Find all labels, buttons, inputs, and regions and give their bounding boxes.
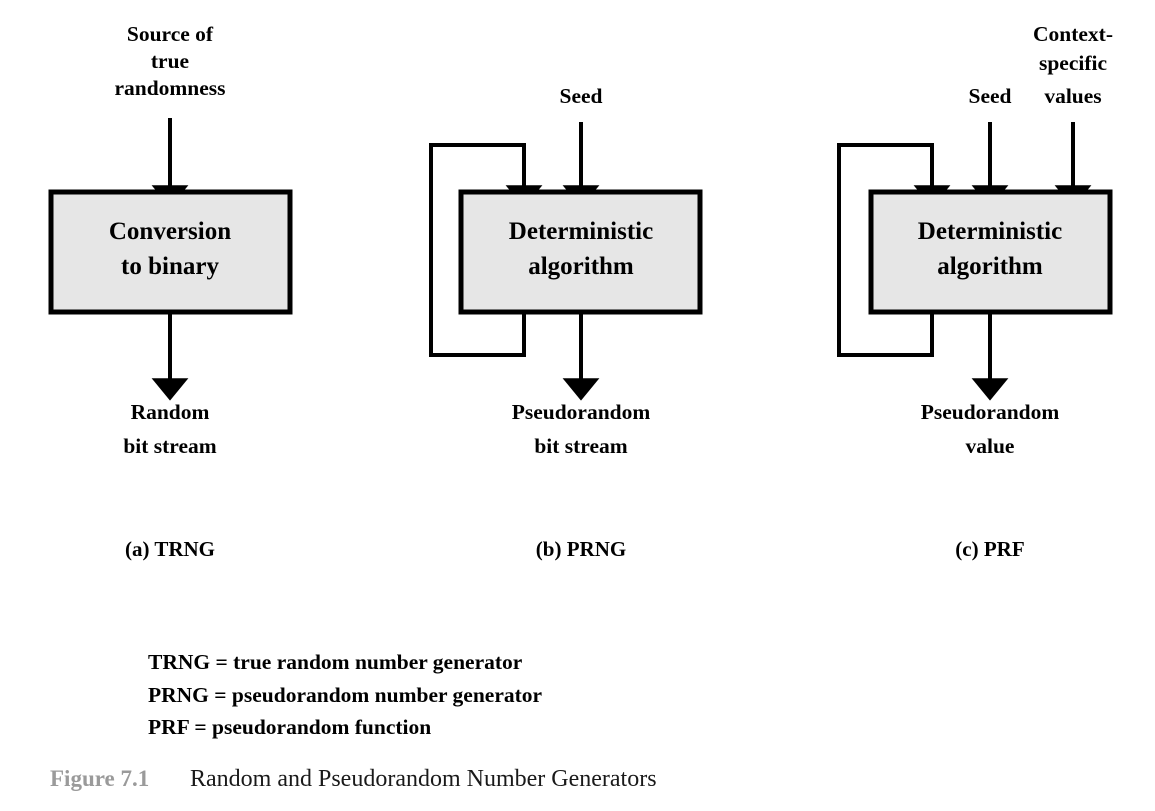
prng-input-label-line1: Seed (560, 84, 603, 108)
prf-feedback-loop (837, 143, 951, 357)
prng-feedback-loop (429, 143, 543, 357)
prng-box-label-line2: algorithm (528, 253, 634, 280)
legend-line-prf: PRF = pseudorandom function (148, 715, 431, 739)
trng-output-label-line2: bit stream (123, 434, 216, 458)
prf-panel-caption: (c) PRF (955, 537, 1024, 561)
prng-output-label-line2: bit stream (534, 434, 627, 458)
trng-panel-caption: (a) TRNG (125, 537, 215, 561)
trng-input-label-line3: randomness (114, 76, 225, 100)
trng-box-label-line1: Conversion (109, 218, 231, 245)
prf-box-label-line2: algorithm (937, 253, 1043, 280)
figure-caption-prefix: Figure 7.1 (50, 766, 149, 791)
panel-prf: Context- specific values Seed Determinis… (837, 22, 1113, 561)
prf-context-label-line3: values (1044, 84, 1101, 108)
trng-box-label-line2: to binary (121, 253, 219, 280)
prf-process-box (868, 189, 1113, 315)
panel-trng: Source of true randomness Conversion to … (48, 22, 293, 561)
prf-output-label-line1: Pseudorandom (921, 400, 1060, 424)
trng-input-label-line1: Source of (127, 22, 214, 46)
prng-process-box (458, 189, 703, 315)
figure-caption: Figure 7.1 Random and Pseudorandom Numbe… (50, 766, 657, 792)
panel-prng: Seed Deterministic algorithm Pseudorando… (429, 84, 703, 561)
trng-process-box (48, 189, 293, 315)
prf-context-label-line1: Context- (1033, 22, 1113, 46)
prng-output-label-line1: Pseudorandom (512, 400, 651, 424)
prf-context-label-line2: specific (1039, 51, 1107, 75)
trng-input-label-line2: true (151, 49, 189, 73)
prf-box-label-line1: Deterministic (918, 218, 1062, 245)
trng-output-label-line1: Random (131, 400, 210, 424)
prng-panel-caption: (b) PRNG (536, 537, 626, 561)
figure-caption-title: Random and Pseudorandom Number Generator… (190, 766, 657, 792)
prf-seed-label: Seed (969, 84, 1012, 108)
legend-line-prng: PRNG = pseudorandom number generator (148, 683, 543, 707)
prf-output-label-line2: value (966, 434, 1015, 458)
legend-block: TRNG = true random number generator PRNG… (148, 650, 543, 739)
legend-line-trng: TRNG = true random number generator (148, 650, 523, 674)
prng-box-label-line1: Deterministic (509, 218, 653, 245)
